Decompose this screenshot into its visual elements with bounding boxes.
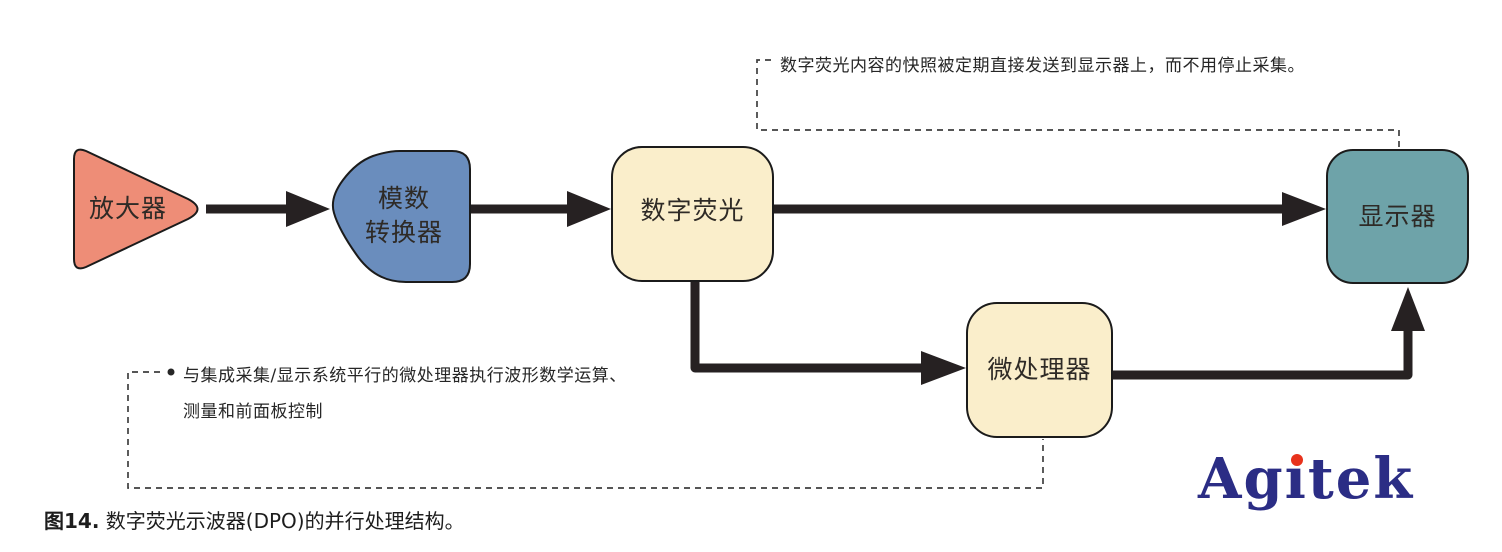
- logo-letter-i: ı: [1284, 446, 1308, 512]
- arrow-micro-to-display-shaft: [1110, 327, 1413, 380]
- logo-red-dot-icon: [1291, 454, 1304, 466]
- micro-shape: [966, 302, 1113, 438]
- figure-caption-text: 数字荧光示波器(DPO)的并行处理结构。: [99, 509, 465, 533]
- phosphor-shape: [611, 146, 774, 282]
- amplifier-shape: [73, 148, 199, 270]
- arrow-amplifier-to-adc-head: [286, 191, 330, 227]
- adc-shape: [331, 150, 471, 283]
- figure-caption-number: 图14.: [44, 509, 100, 533]
- logo-part1: Ag: [1198, 446, 1285, 512]
- dashed-connector-bottom-note: [127, 371, 1044, 489]
- bullet-marker: [167, 368, 175, 376]
- arrow-phosphor-to-display-head: [1282, 192, 1326, 226]
- arrow-phosphor-to-micro-shaft: [690, 280, 925, 373]
- annotation-bottom-line1: 与集成采集/显示系统平行的微处理器执行波形数学运算、: [183, 366, 627, 386]
- display-shape: [1326, 149, 1469, 284]
- arrow-phosphor-to-micro-head: [921, 351, 966, 385]
- annotation-bottom-line2: 测量和前面板控制: [183, 402, 323, 422]
- figure-caption: 图14. 数字荧光示波器(DPO)的并行处理结构。: [44, 505, 465, 534]
- arrow-adc-to-phosphor-head: [567, 191, 611, 227]
- logo-part2: tek: [1307, 446, 1415, 512]
- annotation-bottom: 与集成采集/显示系统平行的微处理器执行波形数学运算、 测量和前面板控制: [183, 361, 627, 422]
- annotation-top-text: 数字荧光内容的快照被定期直接发送到显示器上，而不用停止采集。: [780, 56, 1305, 76]
- arrow-micro-to-display-head: [1391, 287, 1425, 331]
